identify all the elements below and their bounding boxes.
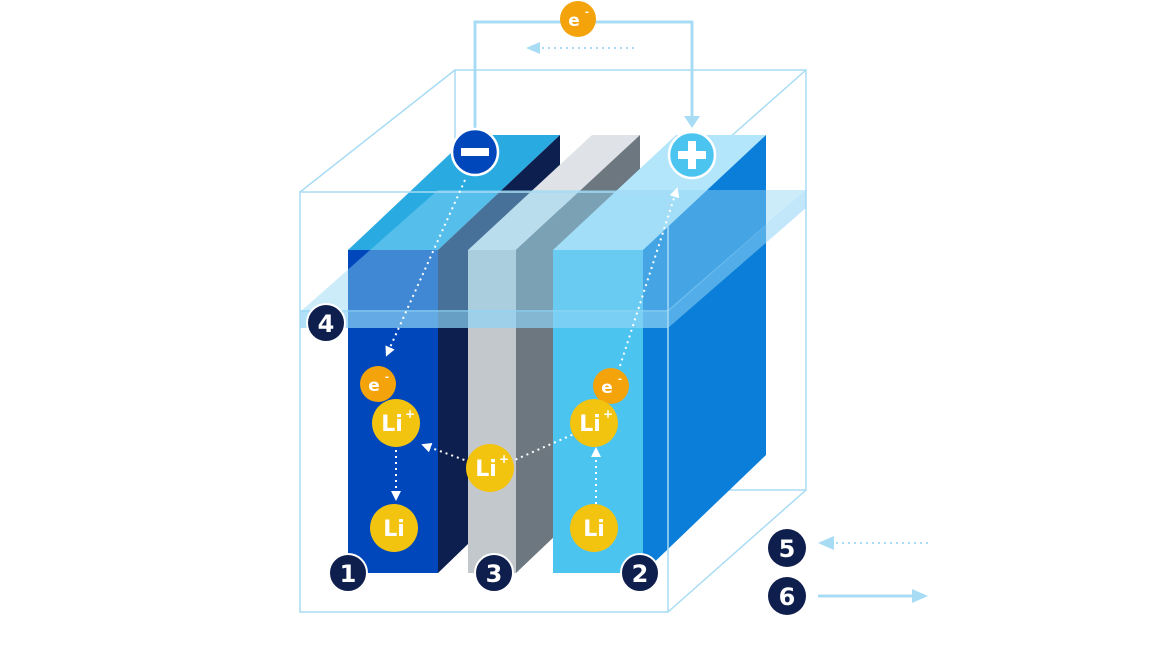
svg-text:4: 4 (318, 310, 335, 338)
positive-terminal-label: + (0, 0, 1, 1)
lithium-ion-anode: Li + (372, 399, 420, 447)
external-circuit-wire (473, 20, 700, 135)
svg-text:-: - (385, 372, 389, 383)
svg-text:Li: Li (579, 412, 601, 437)
svg-text:2: 2 (632, 560, 649, 588)
svg-text:+: + (405, 407, 415, 421)
svg-text:Li: Li (583, 517, 605, 542)
svg-text:e: e (568, 11, 580, 31)
svg-text:6: 6 (779, 583, 796, 611)
callout-electrolyte: 4 (306, 303, 346, 343)
svg-text:3: 3 (486, 560, 503, 588)
legend-solid: 6 (768, 577, 928, 615)
electron-top: e - (560, 1, 596, 37)
svg-text:5: 5 (779, 535, 796, 563)
svg-text:-: - (618, 374, 622, 385)
lithium-ion-separator: Li + (466, 444, 514, 492)
callout-cathode: 2 (620, 553, 660, 593)
negative-terminal: − (0, 0, 500, 177)
electron-path-to-anode (385, 179, 466, 357)
callout-separator: 3 (474, 553, 514, 593)
svg-text:+: + (603, 407, 613, 421)
svg-text:Li: Li (475, 457, 497, 482)
electron-path-to-cathode (619, 187, 680, 367)
lithium-atom-anode: Li (370, 504, 418, 552)
svg-text:+: + (499, 452, 509, 466)
svg-text:e: e (368, 376, 380, 396)
svg-text:-: - (585, 7, 589, 18)
legend-dotted: 5 (768, 529, 928, 567)
callout-anode: 1 (328, 553, 368, 593)
negative-terminal-label: − (0, 0, 1, 1)
positive-terminal: + (0, 0, 717, 180)
electron-cathode: e - (593, 368, 629, 404)
svg-text:1: 1 (340, 560, 357, 588)
case-front (299, 191, 807, 613)
electron-anode: e - (360, 366, 396, 402)
electrolyte-band (300, 190, 806, 328)
flow-paths (385, 179, 680, 504)
lithium-atom-cathode: Li (570, 504, 618, 552)
svg-text:Li: Li (381, 412, 403, 437)
ion-path-to-anode (421, 443, 471, 463)
svg-text:Li: Li (383, 517, 405, 542)
svg-text:e: e (601, 378, 613, 398)
lithium-ion-cathode: Li + (570, 399, 618, 447)
